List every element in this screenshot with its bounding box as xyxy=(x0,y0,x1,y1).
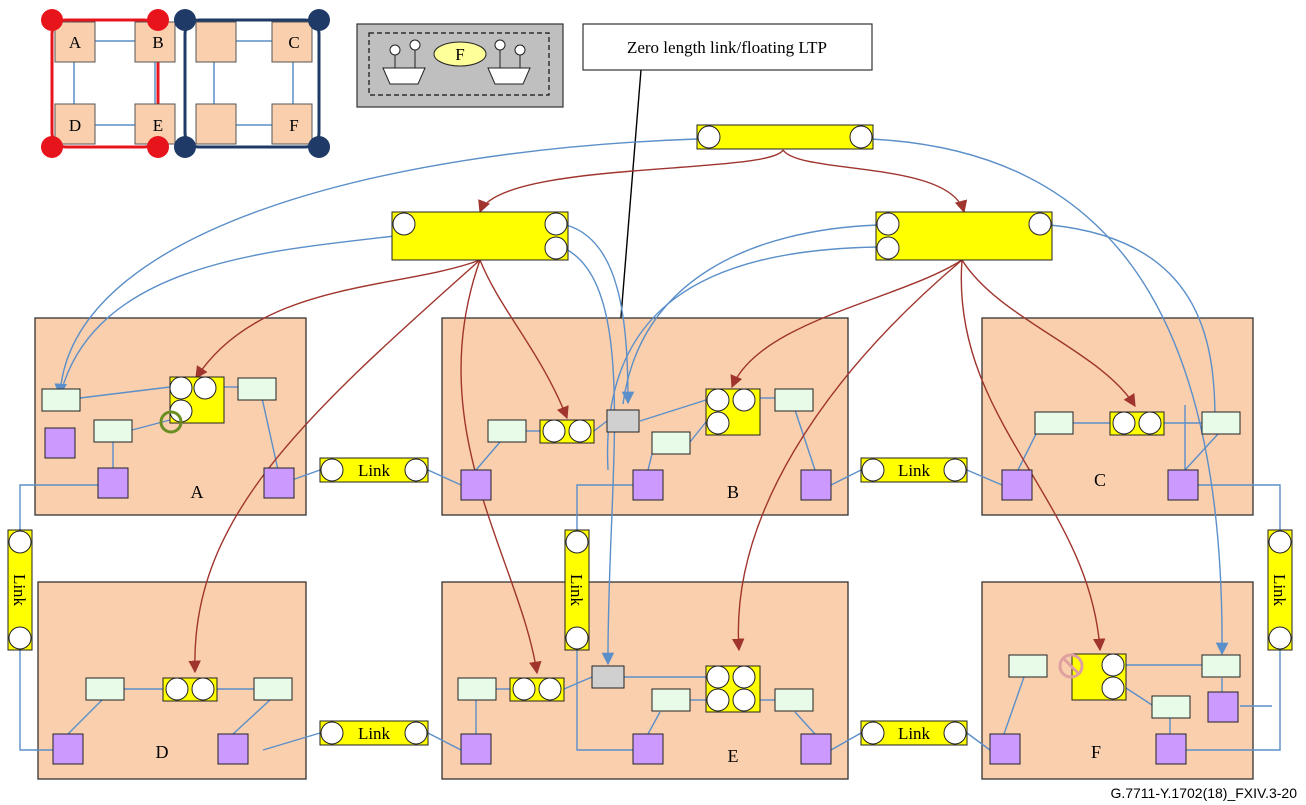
red-relations xyxy=(188,149,1136,675)
node-d-components xyxy=(52,677,293,765)
link-label-e-f: Link xyxy=(898,724,931,743)
floating-ltp-b xyxy=(606,409,640,433)
link-b-c: Link xyxy=(860,457,968,483)
legend-label-d: D xyxy=(69,116,81,135)
link-b-e: Link xyxy=(564,529,590,651)
link-c-f: Link xyxy=(1267,529,1293,651)
legend-node-c xyxy=(271,21,313,63)
right-forwarding-construct xyxy=(875,211,1053,261)
link-e-f: Link xyxy=(860,720,968,746)
internal-connections xyxy=(67,386,1272,735)
link-label-a-b: Link xyxy=(358,461,391,480)
topology-legend: A B C D E F xyxy=(41,9,330,158)
link-label-a-d: Link xyxy=(10,574,29,607)
blue-control-lines xyxy=(54,138,1229,666)
node-label-c: C xyxy=(1094,470,1106,490)
legend-label-a: A xyxy=(69,33,82,52)
legend-node-d xyxy=(54,103,96,145)
node-f-components xyxy=(989,653,1241,765)
link-label-b-e: Link xyxy=(567,574,586,607)
node-label-e: E xyxy=(728,746,739,766)
link-a-b: Link xyxy=(319,457,429,483)
link-a-d: Link xyxy=(7,529,33,651)
legend-label-e: E xyxy=(153,116,163,135)
top-forwarding-construct xyxy=(696,124,874,150)
node-label-b: B xyxy=(727,482,739,502)
floating-ltp-e xyxy=(591,665,625,689)
legend-node-a xyxy=(54,21,96,63)
floating-legend-label: F xyxy=(455,45,464,64)
link-label-c-f: Link xyxy=(1270,574,1289,607)
figure-id: G.7711-Y.1702(18)_FXIV.3-20 xyxy=(1110,785,1297,801)
floating-ltp-legend: F xyxy=(356,23,564,108)
node-c-components xyxy=(1001,411,1241,501)
node-e-components xyxy=(457,665,832,765)
legend-label-f: F xyxy=(289,116,298,135)
node-label-d: D xyxy=(156,742,169,762)
legend-node-f xyxy=(271,103,313,145)
link-label-b-c: Link xyxy=(898,461,931,480)
node-label-f: F xyxy=(1091,742,1101,762)
link-d-e: Link xyxy=(319,720,429,746)
node-label-a: A xyxy=(191,482,204,502)
link-label-d-e: Link xyxy=(358,724,391,743)
node-a-components xyxy=(41,376,295,499)
link-connections xyxy=(19,469,1281,751)
legend-label-c: C xyxy=(288,33,299,52)
left-forwarding-construct xyxy=(391,211,569,261)
callout-text: Zero length link/floating LTP xyxy=(627,38,827,57)
node-b-components xyxy=(460,388,832,501)
legend-label-b: B xyxy=(152,33,163,52)
